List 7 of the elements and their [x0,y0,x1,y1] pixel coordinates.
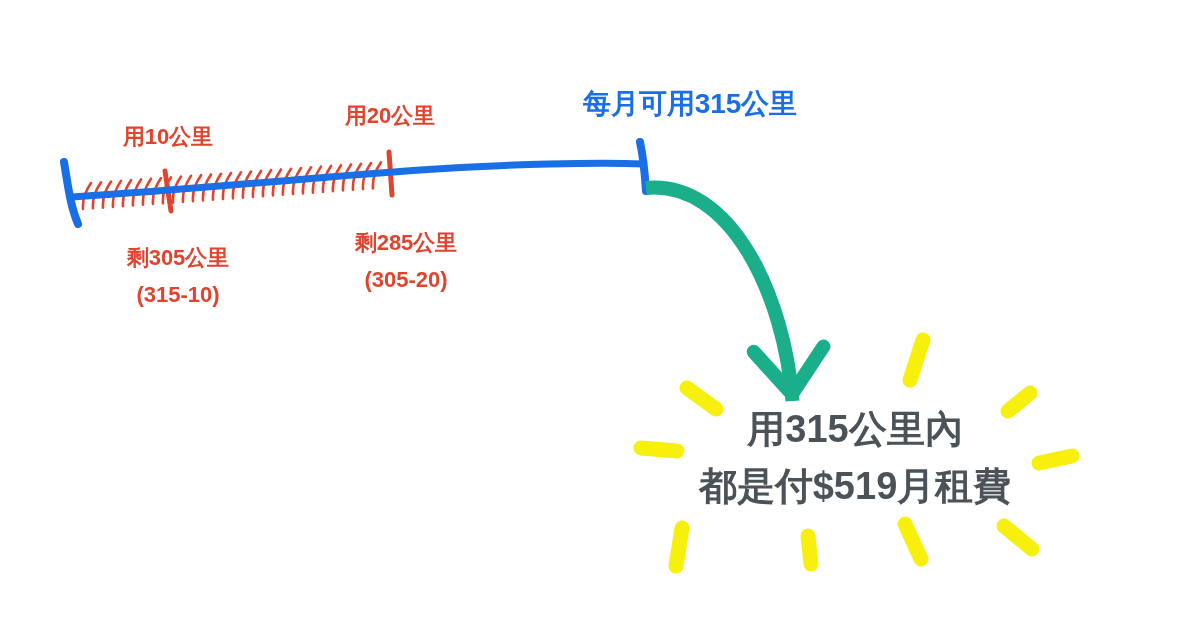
summary-text: 用315公里內 都是付$519月租費 [698,401,1012,515]
usage-label: 用10公里 [122,123,214,151]
usage-label: 用20公里 [344,102,436,130]
remaining-label: 剩305公里 (315-10) [126,244,230,310]
remaining-label: 剩285公里 (305-20) [354,229,458,295]
curved-arrow [645,180,829,402]
monthly-limit-label: 每月可用315公里 [582,87,798,121]
